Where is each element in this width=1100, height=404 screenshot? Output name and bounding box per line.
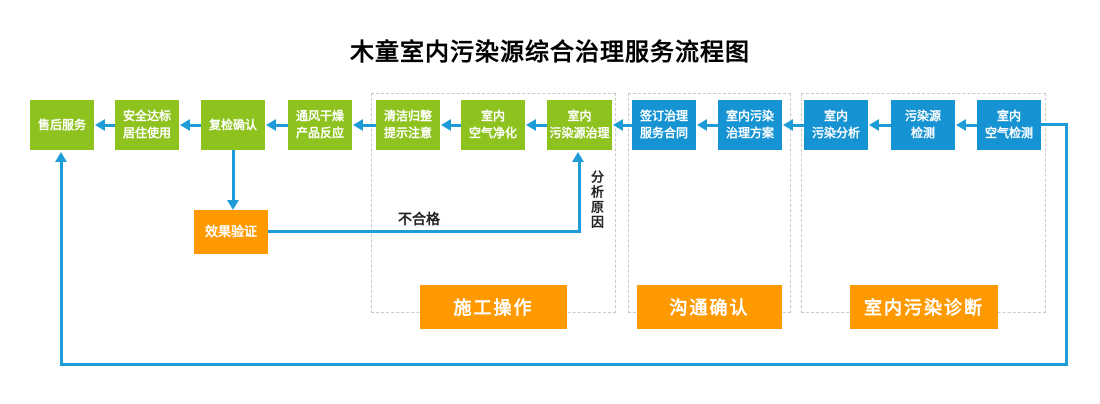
flow-node-pollution-source-treatment: 室内 污染源治理 [547, 100, 612, 150]
arrow-to-source-testing-line [964, 124, 977, 127]
loop-right-vline [1065, 123, 1068, 366]
flow-node-ventilation-dry: 通风干燥 产品反应 [288, 100, 352, 150]
arrow-to-pollution-analysis-line [877, 124, 891, 127]
loop-arrow-into-after-sales-icon [55, 152, 67, 162]
section-label-diagnosis: 室内污染诊断 [850, 285, 998, 329]
arrow-to-pollution-source-treatment-icon [613, 119, 623, 131]
feedback-unqualified-vline [578, 162, 581, 233]
edge-label-unqualified: 不合格 [398, 212, 440, 228]
flow-node-air-purification: 室内 空气净化 [461, 100, 525, 150]
arrow-to-safety-residence-icon [180, 119, 190, 131]
arrow-to-recheck-confirm-line [274, 124, 288, 127]
loop-bottom-hline [60, 363, 1068, 366]
flow-node-safety-residence: 安全达标 居住使用 [115, 100, 179, 150]
arrow-to-treatment-plan-icon [783, 119, 793, 131]
arrow-to-ventilation-dry-icon [353, 119, 363, 131]
feedback-unqualified-arrow-icon [572, 152, 584, 162]
arrow-to-pollution-analysis-icon [869, 119, 879, 131]
flow-node-after-sales: 售后服务 [30, 100, 94, 150]
arrow-to-safety-residence-line [188, 124, 201, 127]
flow-node-pollution-analysis: 室内 污染分析 [804, 100, 868, 150]
flow-node-treatment-plan: 室内污染 治理方案 [718, 100, 782, 150]
edge-label-analyze-reason: 分析原因 [588, 170, 603, 230]
arrow-to-air-purification-line [534, 124, 547, 127]
arrow-to-cleanup-notice-icon [441, 119, 451, 131]
arrow-to-after-sales-line [103, 124, 115, 127]
arrow-to-pollution-source-treatment-line [621, 124, 632, 127]
arrow-recheck-to-effect-line [232, 150, 235, 200]
flow-node-recheck-confirm: 复检确认 [201, 100, 265, 150]
arrow-to-treatment-plan-line [791, 124, 804, 127]
arrow-to-air-purification-icon [526, 119, 536, 131]
flow-node-cleanup-notice: 清洁归整 提示注意 [376, 100, 440, 150]
arrow-to-recheck-confirm-icon [266, 119, 276, 131]
arrow-to-after-sales-icon [95, 119, 105, 131]
loop-top-right-hline [1041, 123, 1068, 126]
section-label-communication: 沟通确认 [637, 285, 782, 329]
arrow-to-source-testing-icon [956, 119, 966, 131]
arrow-to-cleanup-notice-line [449, 124, 461, 127]
flow-node-effect-verification: 效果验证 [194, 210, 268, 254]
flow-node-sign-contract: 签订治理 服务合同 [632, 100, 696, 150]
feedback-unqualified-hline [268, 230, 581, 233]
section-label-construction: 施工操作 [420, 285, 567, 329]
flow-node-air-testing: 室内 空气检测 [977, 100, 1041, 150]
page-title: 木童室内污染源综合治理服务流程图 [350, 38, 750, 66]
arrow-to-ventilation-dry-line [361, 124, 376, 127]
arrow-to-sign-contract-line [705, 124, 718, 127]
arrow-to-sign-contract-icon [697, 119, 707, 131]
flow-node-source-testing: 污染源 检测 [891, 100, 955, 150]
loop-left-vline [60, 162, 63, 366]
arrow-recheck-to-effect-icon [227, 200, 239, 210]
